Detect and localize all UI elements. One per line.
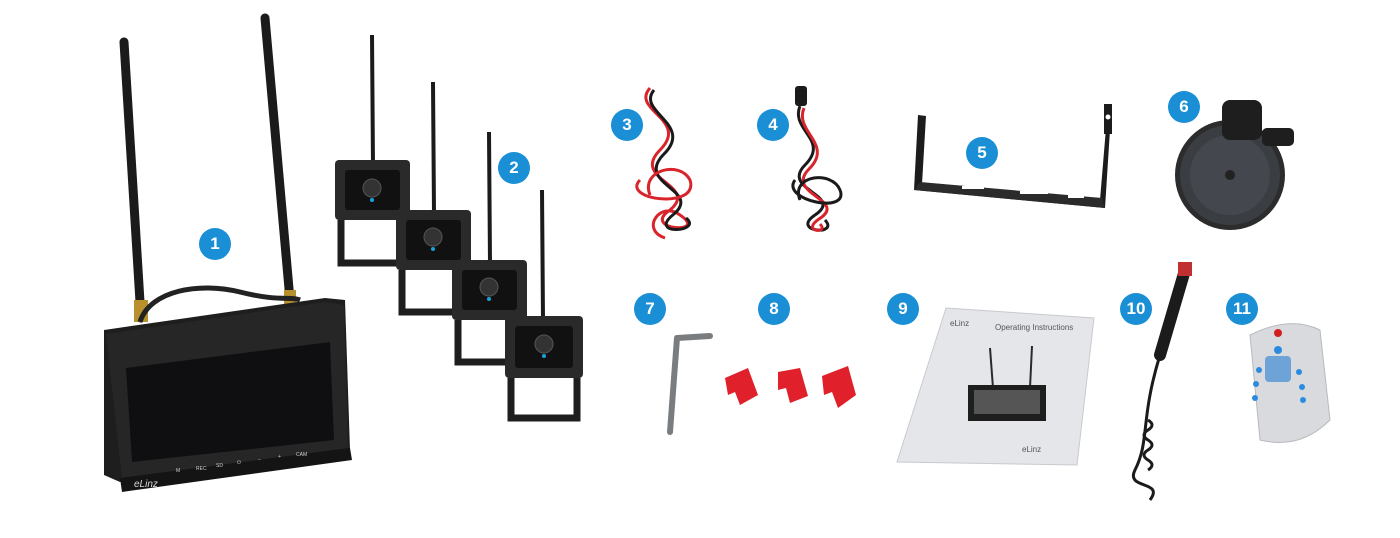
- item-number-badge-3: 3: [611, 109, 643, 141]
- monitor-button-sd: SD: [216, 463, 223, 469]
- item-number-badge-4: 4: [757, 109, 789, 141]
- monitor-button-plus: +: [278, 454, 281, 460]
- monitor-button-power: ⏻: [237, 460, 241, 466]
- power-wire-item: [635, 86, 693, 240]
- suction-mount-item: [1175, 100, 1294, 230]
- car-charger-item: [1131, 262, 1192, 501]
- item-number-badge-1: 1: [199, 228, 231, 260]
- monitor-item: eLinz M REC SD ⏻ − + CAM: [104, 13, 352, 492]
- mounting-bracket-item: [914, 104, 1112, 208]
- monitor-button-minus: −: [258, 457, 261, 463]
- remote-control-item: [1249, 323, 1331, 443]
- wire-clips-item: [725, 366, 856, 408]
- manual-footer-logo: eLinz: [1022, 445, 1041, 454]
- manual-title: Operating Instructions: [995, 323, 1073, 332]
- camera-unit: [505, 189, 583, 422]
- monitor-button-m: M: [176, 468, 180, 474]
- item-number-badge-7: 7: [634, 293, 666, 325]
- item-number-badge-11: 11: [1226, 293, 1258, 325]
- allen-key-item: [667, 333, 713, 435]
- item-number-badge-8: 8: [758, 293, 790, 325]
- monitor-button-cam: CAM: [296, 452, 307, 458]
- monitor-brand-logo: eLinz: [134, 479, 158, 490]
- connector-wire-item: [791, 86, 843, 232]
- manual-brand-logo: eLinz: [950, 319, 969, 328]
- item-number-badge-6: 6: [1168, 91, 1200, 123]
- monitor-button-rec: REC: [196, 466, 207, 472]
- item-number-badge-5: 5: [966, 137, 998, 169]
- item-number-badge-2: 2: [498, 152, 530, 184]
- cameras-item: [335, 34, 583, 422]
- instruction-manual-item: eLinz Operating Instructions eLinz: [896, 307, 1095, 466]
- item-number-badge-9: 9: [887, 293, 919, 325]
- item-number-badge-10: 10: [1120, 293, 1152, 325]
